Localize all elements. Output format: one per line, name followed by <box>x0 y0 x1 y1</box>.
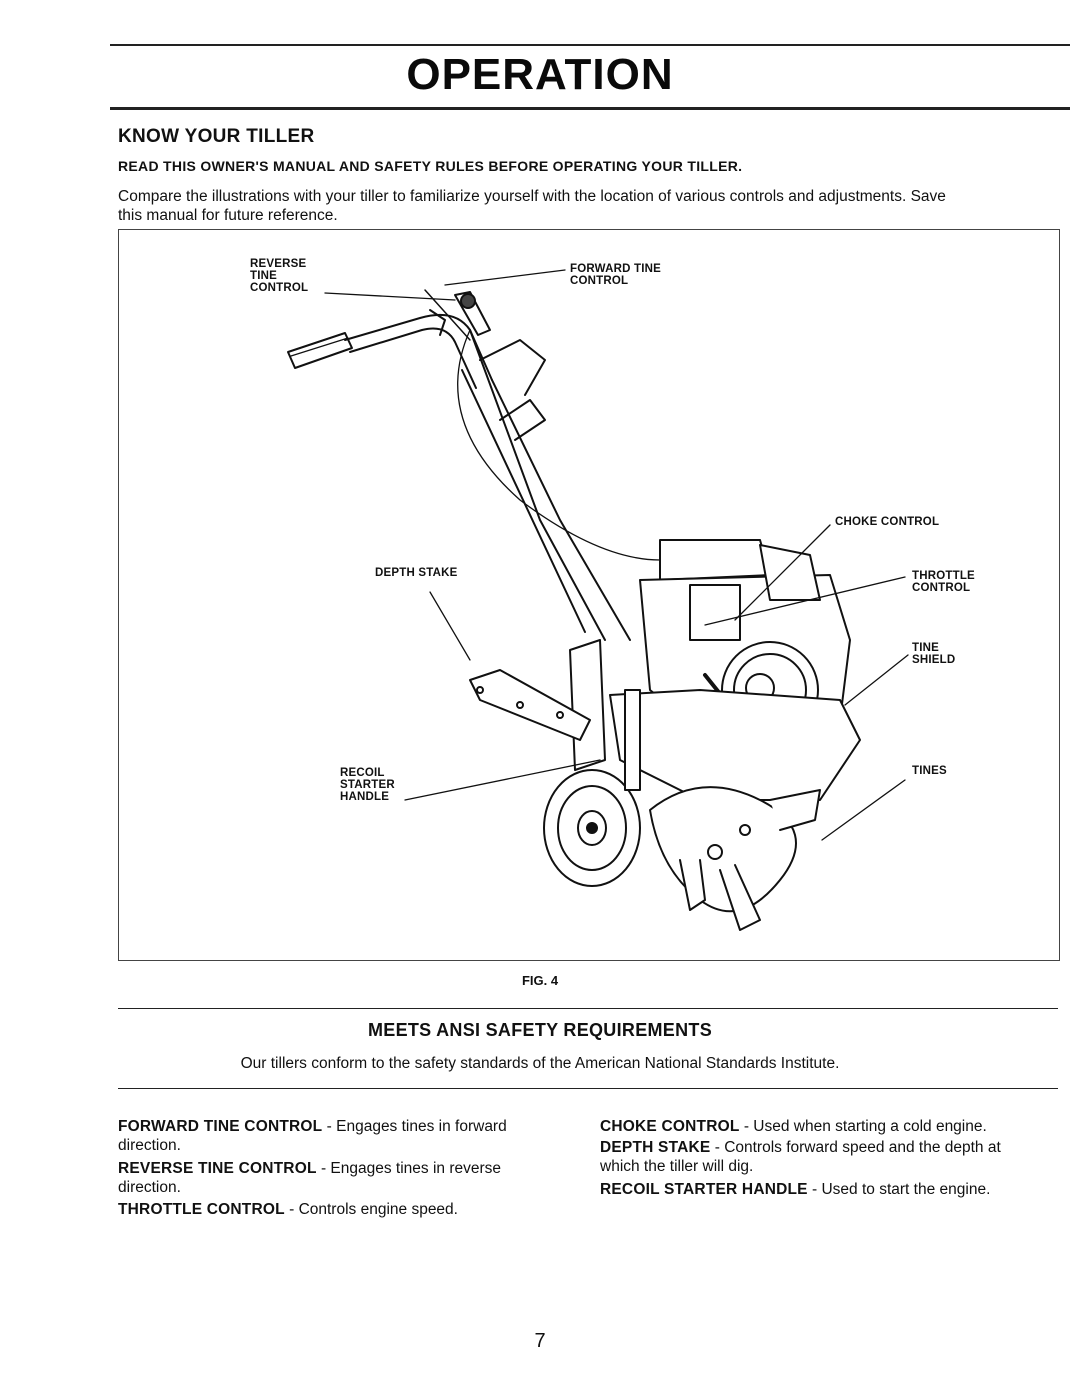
label-line: STARTER <box>340 779 395 791</box>
desc-line: THROTTLE CONTROL - Controls engine speed… <box>118 1200 568 1219</box>
figure-frame <box>118 229 1060 961</box>
label-tine-shield: TINE SHIELD <box>912 642 955 666</box>
tiller-illustration <box>287 269 909 931</box>
desc-text: - Used to start the engine. <box>807 1181 991 1198</box>
desc-line: CHOKE CONTROL - Used when starting a col… <box>600 1117 1065 1136</box>
desc-line: REVERSE TINE CONTROL - Engages tines in … <box>118 1159 568 1178</box>
section-heading-know-your-tiller: KNOW YOUR TILLER <box>118 126 315 147</box>
desc-text: - Used when starting a cold engine. <box>739 1118 987 1135</box>
desc-term: REVERSE TINE CONTROL <box>118 1160 317 1177</box>
label-forward-tine-control: FORWARD TINE CONTROL <box>570 263 661 287</box>
desc-depth-stake: DEPTH STAKE - Controls forward speed and… <box>600 1138 1065 1176</box>
label-line: REVERSE <box>250 258 307 270</box>
label-line: SHIELD <box>912 654 956 666</box>
desc-term: THROTTLE CONTROL <box>118 1201 285 1218</box>
desc-throttle-control: THROTTLE CONTROL - Controls engine speed… <box>118 1200 568 1219</box>
desc-text: - Controls engine speed. <box>284 1201 458 1218</box>
desc-term: CHOKE CONTROL <box>600 1118 740 1135</box>
desc-line: direction. <box>118 1179 181 1196</box>
desc-term: RECOIL STARTER HANDLE <box>600 1181 808 1198</box>
desc-recoil-starter-handle: RECOIL STARTER HANDLE - Used to start th… <box>600 1180 1065 1199</box>
label-tines: TINES <box>912 765 947 777</box>
label-throttle-control: THROTTLE CONTROL <box>912 570 975 594</box>
label-reverse-tine-control: REVERSE TINE CONTROL <box>250 258 308 294</box>
desc-text: - Controls forward speed and the depth a… <box>710 1139 1001 1156</box>
desc-text: - Engages tines in forward <box>322 1118 507 1135</box>
page-number: 7 <box>534 1330 546 1352</box>
desc-term: DEPTH STAKE <box>600 1139 711 1156</box>
ansi-heading: MEETS ANSI SAFETY REQUIREMENTS <box>367 1020 713 1040</box>
label-depth-stake: DEPTH STAKE <box>375 567 458 579</box>
label-line: THROTTLE <box>912 570 975 582</box>
label-line: TINE <box>250 270 277 282</box>
read-manual-warning: READ THIS OWNER'S MANUAL AND SAFETY RULE… <box>118 158 743 174</box>
top-rule <box>110 44 1070 46</box>
label-line: CONTROL <box>250 282 309 294</box>
page-title: OPERATION <box>406 50 674 99</box>
desc-forward-tine-control: FORWARD TINE CONTROL - Engages tines in … <box>118 1117 568 1155</box>
desc-line: which the tiller will dig. <box>600 1158 754 1175</box>
desc-line: RECOIL STARTER HANDLE - Used to start th… <box>600 1180 1065 1199</box>
ansi-text: Our tillers conform to the safety standa… <box>240 1055 840 1072</box>
desc-choke-control: CHOKE CONTROL - Used when starting a col… <box>600 1117 1065 1136</box>
ansi-top-rule <box>118 1008 1058 1009</box>
desc-line: DEPTH STAKE - Controls forward speed and… <box>600 1138 1065 1157</box>
intro-line-1: Compare the illustrations with your till… <box>118 188 946 205</box>
title-rule <box>110 107 1070 110</box>
label-line: TINE <box>912 642 939 654</box>
label-line: RECOIL <box>340 767 385 779</box>
label-line: HANDLE <box>340 791 390 803</box>
label-line: CONTROL <box>912 582 971 594</box>
label-line: CONTROL <box>570 275 629 287</box>
desc-reverse-tine-control: REVERSE TINE CONTROL - Engages tines in … <box>118 1159 568 1197</box>
desc-line: direction. <box>118 1137 181 1154</box>
figure-caption: FIG. 4 <box>521 973 559 988</box>
desc-text: - Engages tines in reverse <box>316 1160 502 1177</box>
intro-line-2: this manual for future reference. <box>118 207 338 224</box>
desc-line: FORWARD TINE CONTROL - Engages tines in … <box>118 1117 568 1136</box>
desc-term: FORWARD TINE CONTROL <box>118 1118 323 1135</box>
label-recoil-starter-handle: RECOIL STARTER HANDLE <box>340 767 395 803</box>
label-choke-control: CHOKE CONTROL <box>835 516 940 528</box>
ansi-bottom-rule <box>118 1088 1058 1089</box>
label-line: FORWARD TINE <box>570 263 661 275</box>
